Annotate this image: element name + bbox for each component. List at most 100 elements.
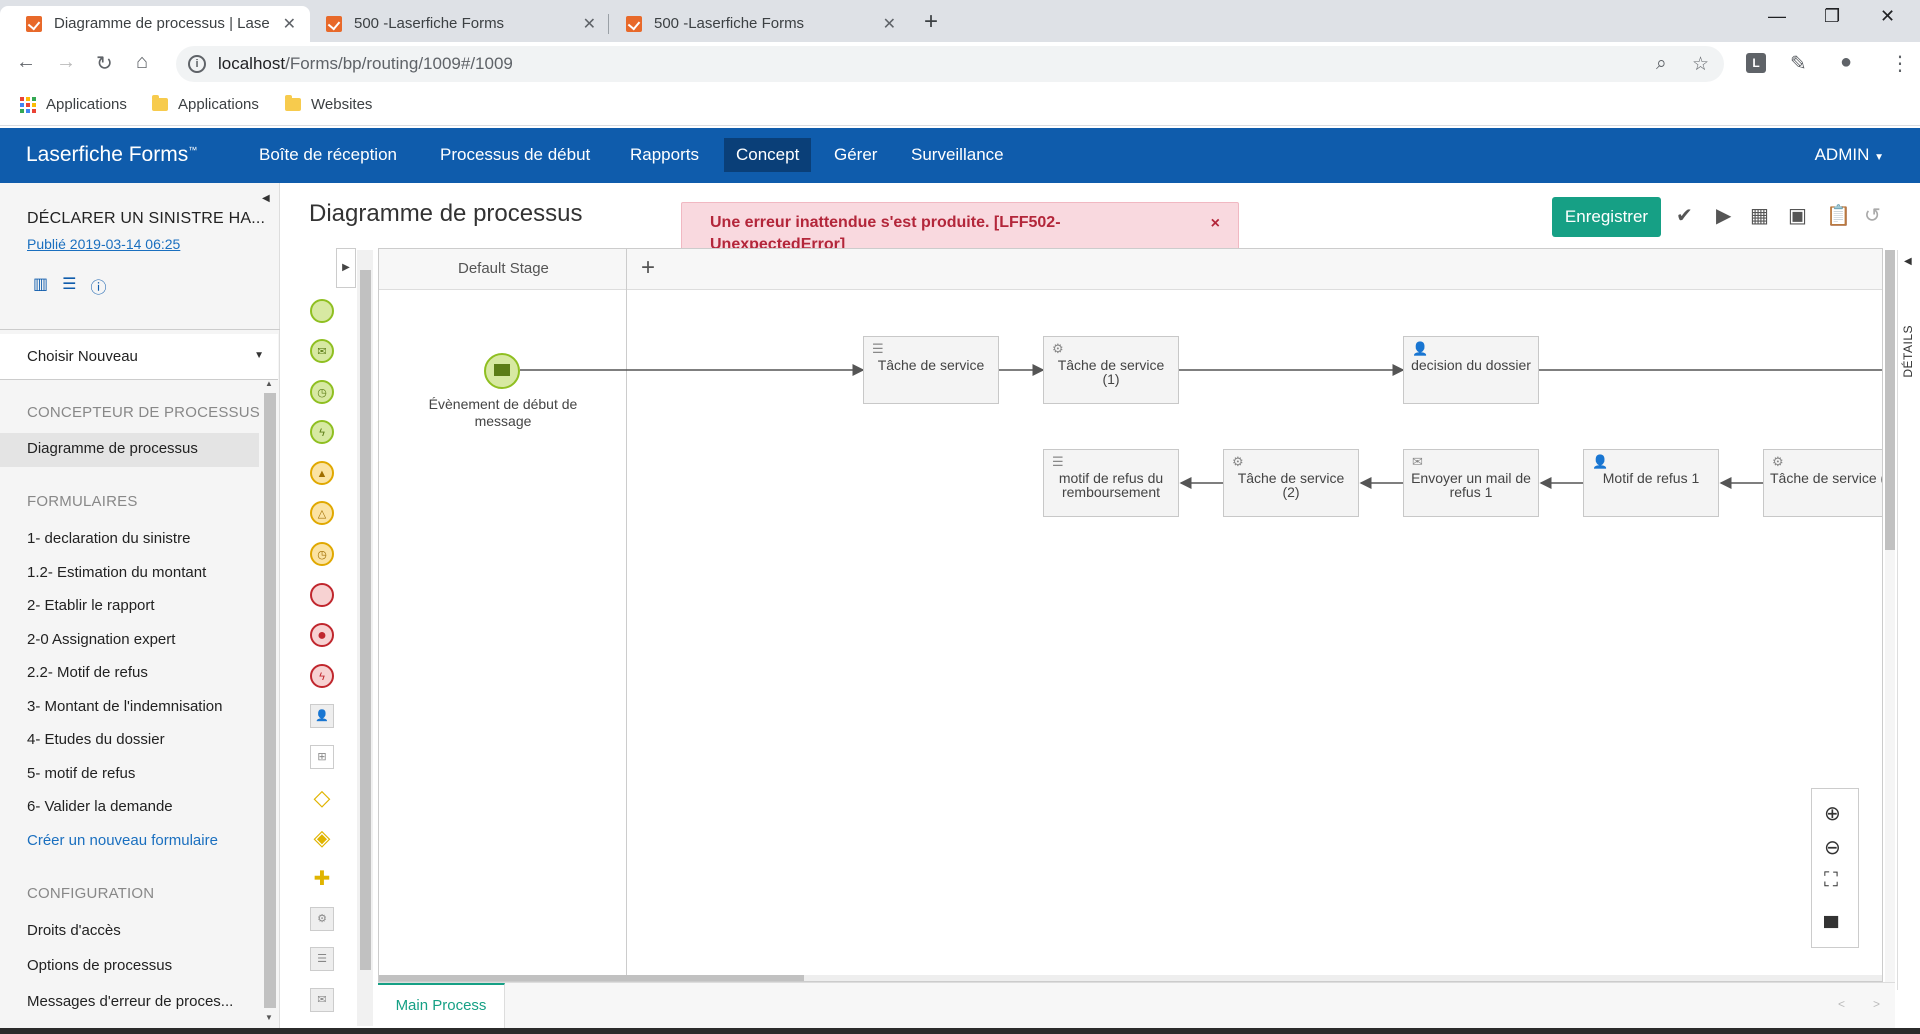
add-stage-icon[interactable]: +: [641, 254, 656, 281]
save-button[interactable]: Enregistrer: [1552, 197, 1661, 237]
stage-name[interactable]: Default Stage: [458, 260, 549, 277]
sidebar-item-form[interactable]: 1- declaration du sinistre: [27, 530, 191, 547]
scroll-up-icon[interactable]: ▲: [265, 379, 273, 388]
scroll-thumb[interactable]: [1885, 250, 1895, 550]
back-icon[interactable]: ←: [16, 51, 36, 73]
close-tab-icon[interactable]: ✕: [282, 16, 296, 33]
terminate-end-event-icon[interactable]: ●: [310, 623, 334, 647]
bookmark-apps[interactable]: Applications: [20, 96, 127, 113]
process-node-send-mail[interactable]: ✉ Envoyer un mail de refus 1: [1403, 449, 1539, 517]
menu-icon[interactable]: ⋮: [1890, 53, 1910, 75]
brand-logo[interactable]: Laserfiche Forms™: [26, 143, 198, 166]
bookmark-folder-applications[interactable]: Applications: [152, 95, 259, 113]
pen-extension-icon[interactable]: ✎: [1790, 53, 1807, 75]
palette-toggle-icon[interactable]: ▶: [336, 248, 356, 288]
new-tab-icon[interactable]: +: [924, 8, 939, 35]
signal-end-event-icon[interactable]: ϟ: [310, 664, 334, 688]
sidebar-item-error-messages[interactable]: Messages d'erreur de proces...: [27, 993, 234, 1010]
subprocess-icon[interactable]: ⊞: [310, 745, 334, 769]
nav-concept[interactable]: Concept: [724, 138, 812, 172]
signal-start-event-icon[interactable]: ϟ: [310, 420, 334, 444]
browser-tab-2[interactable]: 500 -Laserfiche Forms ✕: [300, 6, 610, 42]
sidebar-item-form[interactable]: 1.2- Estimation du montant: [27, 564, 207, 581]
end-event-icon[interactable]: [310, 583, 334, 607]
intermediate-escalation-icon[interactable]: △: [310, 501, 334, 525]
process-node-service-task-2[interactable]: ⚙ Tâche de service (2): [1223, 449, 1359, 517]
user-task-icon[interactable]: 👤: [310, 704, 334, 728]
nav-start-process[interactable]: Processus de début: [440, 145, 591, 164]
nav-monitoring[interactable]: Surveillance: [911, 145, 1004, 164]
scroll-thumb[interactable]: [360, 270, 371, 970]
minimize-icon[interactable]: —: [1768, 6, 1786, 26]
zoom-icon[interactable]: ⌕: [1656, 53, 1667, 74]
intermediate-timer-icon[interactable]: ◷: [310, 542, 334, 566]
expand-details-icon[interactable]: ◀: [1904, 256, 1912, 267]
site-info-icon[interactable]: i: [188, 55, 206, 73]
address-bar[interactable]: i localhost/Forms/bp/routing/1009#/1009 …: [176, 46, 1724, 82]
undo-icon[interactable]: ↺: [1864, 205, 1881, 227]
scroll-down-icon[interactable]: ▼: [265, 1013, 273, 1022]
exclusive-gateway-icon[interactable]: ◇: [313, 785, 331, 810]
process-node-service-task[interactable]: ☰ Tâche de service: [863, 336, 999, 404]
sidebar-item-form[interactable]: 6- Valider la demande: [27, 798, 173, 815]
canvas-horizontal-scrollbar[interactable]: [379, 975, 1882, 981]
check-icon[interactable]: ✔: [1676, 205, 1693, 227]
zoom-out-icon[interactable]: ⊖: [1824, 837, 1841, 859]
published-link[interactable]: Publié 2019-03-14 06:25: [27, 236, 181, 252]
grid-icon[interactable]: ▦: [1750, 205, 1769, 227]
message-start-event-icon[interactable]: ✉: [310, 339, 334, 363]
account-icon[interactable]: ●: [1840, 51, 1853, 73]
bookmark-star-icon[interactable]: ☆: [1692, 54, 1710, 75]
process-node-service-task-3[interactable]: ⚙ Tâche de service (3: [1763, 449, 1882, 517]
extension-icon[interactable]: L: [1746, 53, 1766, 73]
nav-reports[interactable]: Rapports: [630, 145, 699, 164]
process-node-decision[interactable]: 👤 decision du dossier: [1403, 336, 1539, 404]
process-canvas[interactable]: Default Stage + Évènement de début de me…: [378, 248, 1883, 982]
tab-prev-icon[interactable]: <: [1838, 997, 1846, 1011]
canvas-vertical-scrollbar[interactable]: [1885, 250, 1895, 985]
sidebar-item-form[interactable]: 5- motif de refus: [27, 765, 136, 782]
fit-to-screen-icon[interactable]: ⛶: [1824, 869, 1838, 891]
zoom-in-icon[interactable]: ⊕: [1824, 803, 1841, 825]
bar-chart-icon[interactable]: ▥: [33, 276, 49, 293]
sidebar-item-access-rights[interactable]: Droits d'accès: [27, 922, 121, 939]
collapse-sidebar-icon[interactable]: ◀: [262, 193, 270, 204]
timer-start-event-icon[interactable]: ◷: [310, 380, 334, 404]
home-icon[interactable]: ⌂: [136, 51, 149, 73]
nav-inbox[interactable]: Boîte de réception: [259, 145, 397, 164]
process-node-service-task-1[interactable]: ⚙ Tâche de service (1): [1043, 336, 1179, 404]
tab-next-icon[interactable]: >: [1873, 997, 1881, 1011]
sidebar-item-form[interactable]: 2-0 Assignation expert: [27, 631, 176, 648]
close-alert-icon[interactable]: ×: [1210, 215, 1220, 232]
details-panel-tab[interactable]: ◀ DÉTAILS: [1897, 250, 1920, 990]
sidebar-scrollbar[interactable]: ▲ ▼: [262, 373, 276, 1028]
palette-scrollbar[interactable]: [357, 250, 373, 1026]
image-icon[interactable]: ▣: [1788, 205, 1807, 227]
process-node-refusal-reason[interactable]: ☰ motif de refus du remboursement: [1043, 449, 1179, 517]
scroll-thumb[interactable]: [264, 393, 276, 1008]
sidebar-item-process-diagram[interactable]: Diagramme de processus: [0, 433, 259, 467]
play-icon[interactable]: ▶: [1716, 205, 1732, 227]
service-task-icon[interactable]: ⚙: [310, 907, 334, 931]
close-tab-icon[interactable]: ✕: [882, 16, 896, 33]
forward-icon[interactable]: →: [56, 51, 76, 73]
maximize-icon[interactable]: ❐: [1824, 6, 1841, 26]
clipboard-icon[interactable]: 📋: [1826, 205, 1851, 227]
nav-manage[interactable]: Gérer: [834, 145, 878, 164]
search-list-icon[interactable]: ☰: [62, 276, 77, 293]
bookmark-folder-websites[interactable]: Websites: [285, 95, 372, 113]
browser-tab-1[interactable]: Diagramme de processus | Laserfiche ✕: [0, 6, 310, 42]
reload-icon[interactable]: ↻: [96, 53, 113, 75]
info-icon[interactable]: ⓘ: [90, 280, 107, 297]
sidebar-item-form[interactable]: 2.2- Motif de refus: [27, 664, 148, 681]
close-tab-icon[interactable]: ✕: [582, 16, 596, 33]
escalation-event-icon[interactable]: ▲: [310, 461, 334, 485]
tab-main-process[interactable]: Main Process: [378, 983, 505, 1029]
sidebar-item-process-options[interactable]: Options de processus: [27, 957, 173, 974]
create-form-link[interactable]: Créer un nouveau formulaire: [27, 832, 218, 849]
inclusive-gateway-icon[interactable]: ◈: [313, 825, 331, 850]
parallel-gateway-icon[interactable]: ✚: [313, 868, 331, 890]
url-text[interactable]: localhost/Forms/bp/routing/1009#/1009: [218, 54, 513, 73]
window-close-icon[interactable]: ✕: [1880, 6, 1896, 26]
sidebar-item-form[interactable]: 3- Montant de l'indemnisation: [27, 698, 223, 715]
